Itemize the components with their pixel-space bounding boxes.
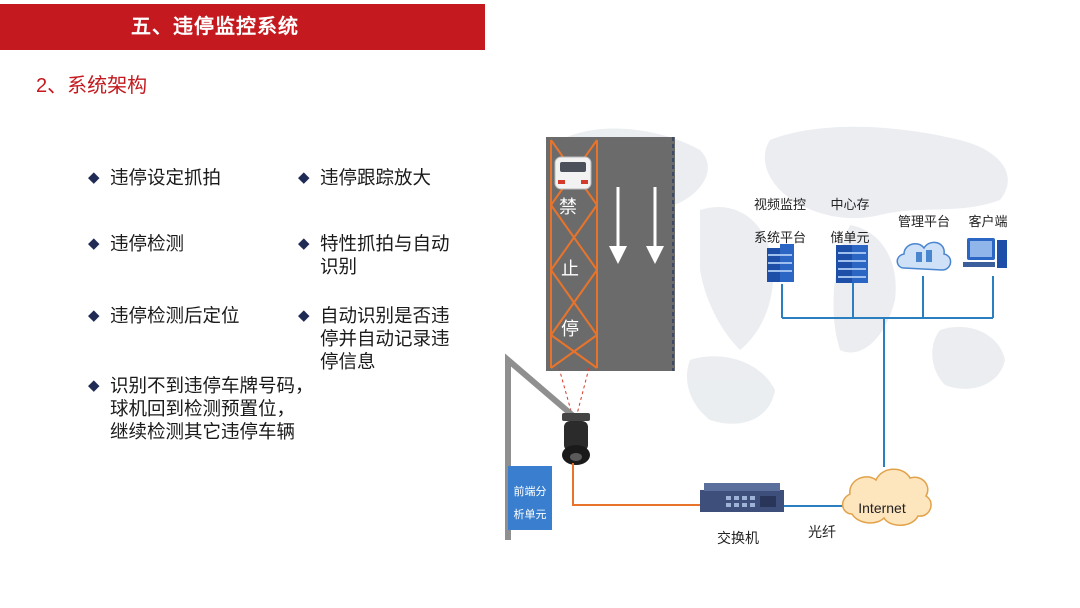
bullet-text: 违停检测后定位 bbox=[110, 305, 240, 326]
bullet-item: ◆ 自动识别是否违 停并自动记录违 停信息 bbox=[298, 304, 450, 373]
road-char: 禁 bbox=[559, 197, 577, 217]
car-icon bbox=[554, 156, 592, 190]
network-switch-icon bbox=[700, 483, 784, 512]
client-computer-icon bbox=[963, 238, 1007, 268]
bullet-item: ◆ 违停检测后定位 bbox=[88, 304, 240, 327]
bullet-text: 识别不到违停车牌号码， 球机回到检测预置位， 继续检测其它违停车辆 bbox=[110, 375, 314, 442]
platform-label-client: 客户端 bbox=[968, 214, 1007, 229]
diamond-icon: ◆ bbox=[88, 169, 100, 186]
platform-label-storage: 中心存 bbox=[830, 197, 869, 212]
bullet-item: ◆ 违停检测 bbox=[88, 232, 184, 255]
diamond-icon: ◆ bbox=[298, 307, 310, 324]
road-char: 停 bbox=[561, 319, 579, 339]
section-title: 2、系统架构 bbox=[36, 75, 148, 97]
storage-unit-icon bbox=[836, 245, 868, 283]
switch-label: 交换机 bbox=[717, 530, 759, 546]
diamond-icon: ◆ bbox=[88, 377, 100, 394]
diamond-icon: ◆ bbox=[88, 307, 100, 324]
road-char: 止 bbox=[561, 259, 579, 279]
platform-label-storage: 储单元 bbox=[830, 230, 869, 245]
bullet-item: ◆ 违停跟踪放大 bbox=[298, 166, 431, 189]
bullet-item: ◆ 违停设定抓拍 bbox=[88, 166, 221, 189]
platform-label-video: 视频监控 bbox=[754, 197, 806, 212]
bullet-text: 自动识别是否违 停并自动记录违 停信息 bbox=[320, 305, 450, 372]
fiber-label: 光纤 bbox=[808, 524, 836, 540]
management-cloud-icon bbox=[896, 241, 952, 271]
no-parking-zone bbox=[550, 139, 598, 369]
page-title: 五、违停监控系统 bbox=[131, 16, 299, 38]
title-bar: 五、违停监控系统 bbox=[0, 4, 485, 50]
analysis-unit-box bbox=[508, 466, 552, 530]
bullet-text: 违停检测 bbox=[110, 233, 185, 254]
internet-cloud-icon bbox=[841, 468, 932, 526]
bullet-item: ◆ 特性抓拍与自动 识别 bbox=[298, 232, 450, 278]
analysis-unit-label: 前端分 bbox=[514, 484, 547, 498]
platform-label-video: 系统平台 bbox=[754, 230, 806, 245]
diamond-icon: ◆ bbox=[298, 169, 310, 186]
camera-to-switch-link bbox=[572, 463, 700, 506]
bullet-text: 违停跟踪放大 bbox=[320, 167, 432, 188]
internet-label: Internet bbox=[858, 500, 906, 516]
bullet-item: ◆ 识别不到违停车牌号码， 球机回到检测预置位， 继续检测其它违停车辆 bbox=[88, 374, 314, 443]
dome-camera-icon bbox=[562, 413, 590, 465]
bullet-text: 违停设定抓拍 bbox=[110, 167, 222, 188]
camera-view-cone bbox=[558, 367, 590, 419]
platform-label-management: 管理平台 bbox=[898, 214, 950, 229]
diamond-icon: ◆ bbox=[298, 235, 310, 252]
bullet-text: 特性抓拍与自动 识别 bbox=[320, 233, 450, 277]
diamond-icon: ◆ bbox=[88, 235, 100, 252]
server-rack-icon bbox=[767, 244, 794, 282]
analysis-unit-label: 析单元 bbox=[514, 507, 547, 521]
